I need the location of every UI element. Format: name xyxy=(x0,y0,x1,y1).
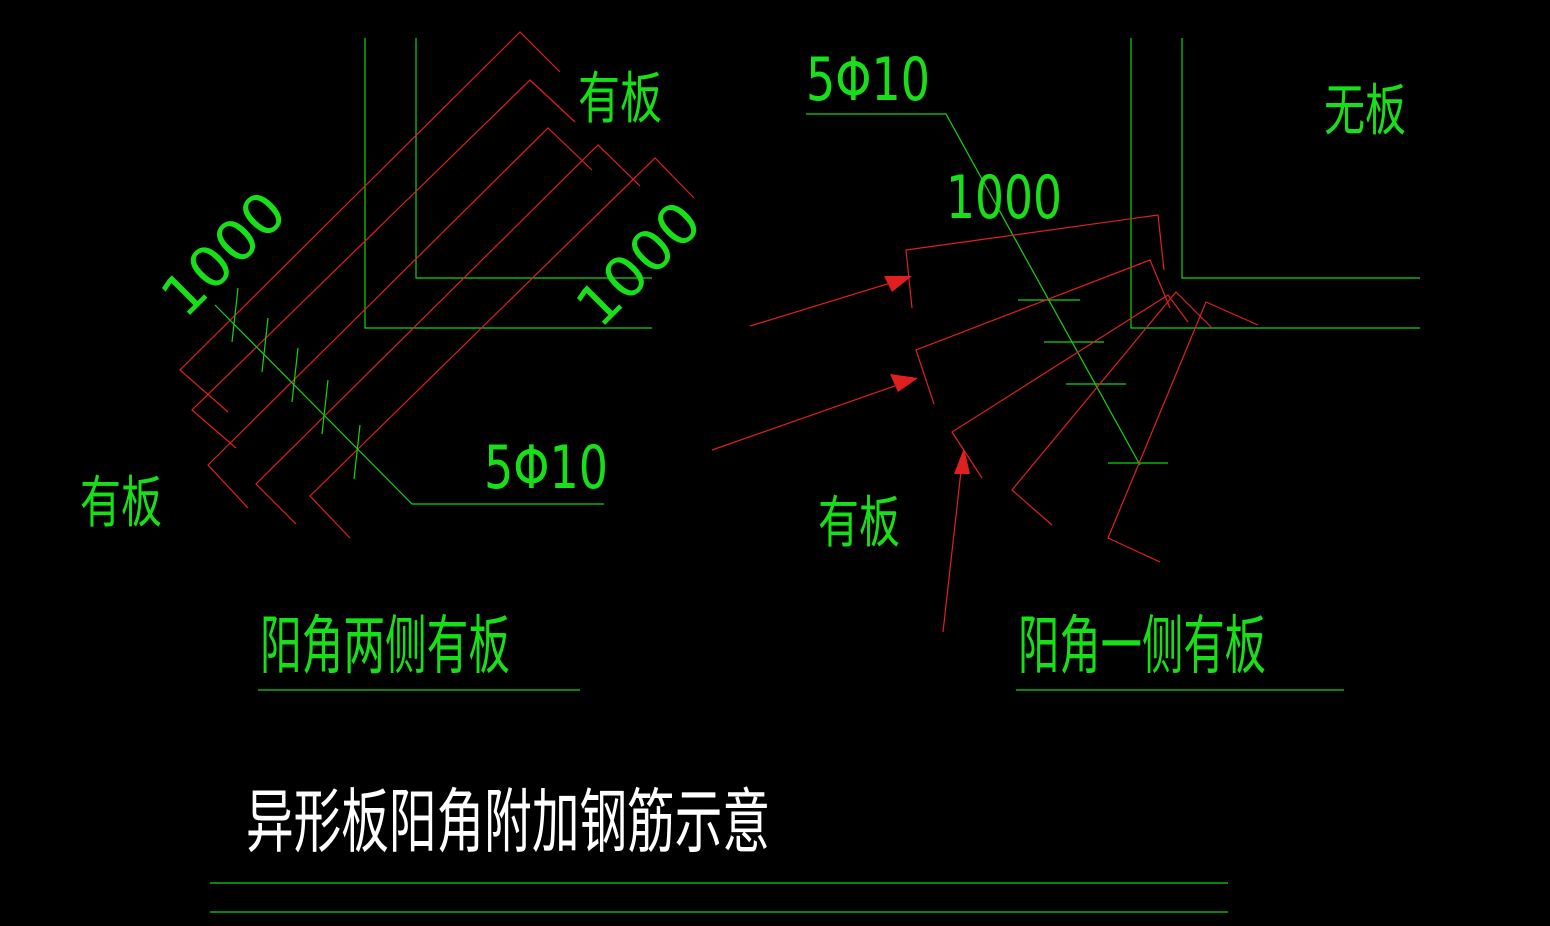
tick-mark xyxy=(353,424,361,480)
left-slab-edge-inner xyxy=(415,38,652,279)
corner-rebar xyxy=(905,214,1165,309)
leader-line xyxy=(214,304,604,505)
corner-rebar xyxy=(255,144,641,525)
corner-rebar xyxy=(951,294,1189,479)
drawing-title: 异形板阳角附加钢筋示意 xyxy=(246,781,770,863)
corner-rebar xyxy=(1011,291,1213,526)
corner-rebar xyxy=(309,157,695,539)
corner-rebar xyxy=(179,31,561,413)
arrow-head xyxy=(884,276,912,292)
right-slab-edge-outer xyxy=(1130,38,1420,329)
left-rebar-note: 5Φ10 xyxy=(484,433,608,503)
corner-rebar xyxy=(207,127,593,509)
right-no-slab-label: 无板 xyxy=(1324,79,1406,144)
corner-rebar xyxy=(915,259,1171,405)
left-slab-edge-outer xyxy=(364,38,652,329)
left-slab-label-bottom: 有板 xyxy=(80,471,162,536)
left-dimension-b: 1000 xyxy=(564,189,715,340)
tick-mark xyxy=(261,317,269,373)
left-corner-rebars xyxy=(179,31,695,539)
right-pointer-arrows xyxy=(711,276,970,633)
right-dimension: 1000 xyxy=(946,163,1062,233)
title-block: 异形板阳角附加钢筋示意 xyxy=(210,781,1228,913)
right-slab-edge-inner xyxy=(1181,38,1420,279)
right-rebar-note: 5Φ10 xyxy=(806,45,930,115)
arrow-shaft xyxy=(942,461,963,633)
left-caption: 阳角两侧有板 xyxy=(260,610,510,684)
left-detail: 有板 有板 1000 1000 5Φ10 阳角两侧有板 xyxy=(80,31,715,691)
arrow-shaft xyxy=(749,279,901,327)
corner-rebar xyxy=(1107,301,1259,563)
arrow-shaft xyxy=(711,381,907,451)
left-dimension-a: 1000 xyxy=(149,179,300,330)
tick-mark xyxy=(321,379,329,435)
right-corner-rebars xyxy=(905,214,1259,563)
arrow-head xyxy=(890,374,918,392)
corner-rebar xyxy=(191,79,576,449)
tick-mark xyxy=(291,347,299,403)
left-leader xyxy=(214,287,604,505)
right-leader xyxy=(806,113,1141,466)
right-slab-label: 有板 xyxy=(818,491,900,556)
right-detail: 5Φ10 1000 无板 有板 阳角一侧有板 xyxy=(711,38,1420,691)
right-caption: 阳角一侧有板 xyxy=(1018,610,1266,684)
arrow-head xyxy=(954,448,970,474)
left-slab-label-top: 有板 xyxy=(578,67,662,132)
tick-mark xyxy=(231,287,239,343)
